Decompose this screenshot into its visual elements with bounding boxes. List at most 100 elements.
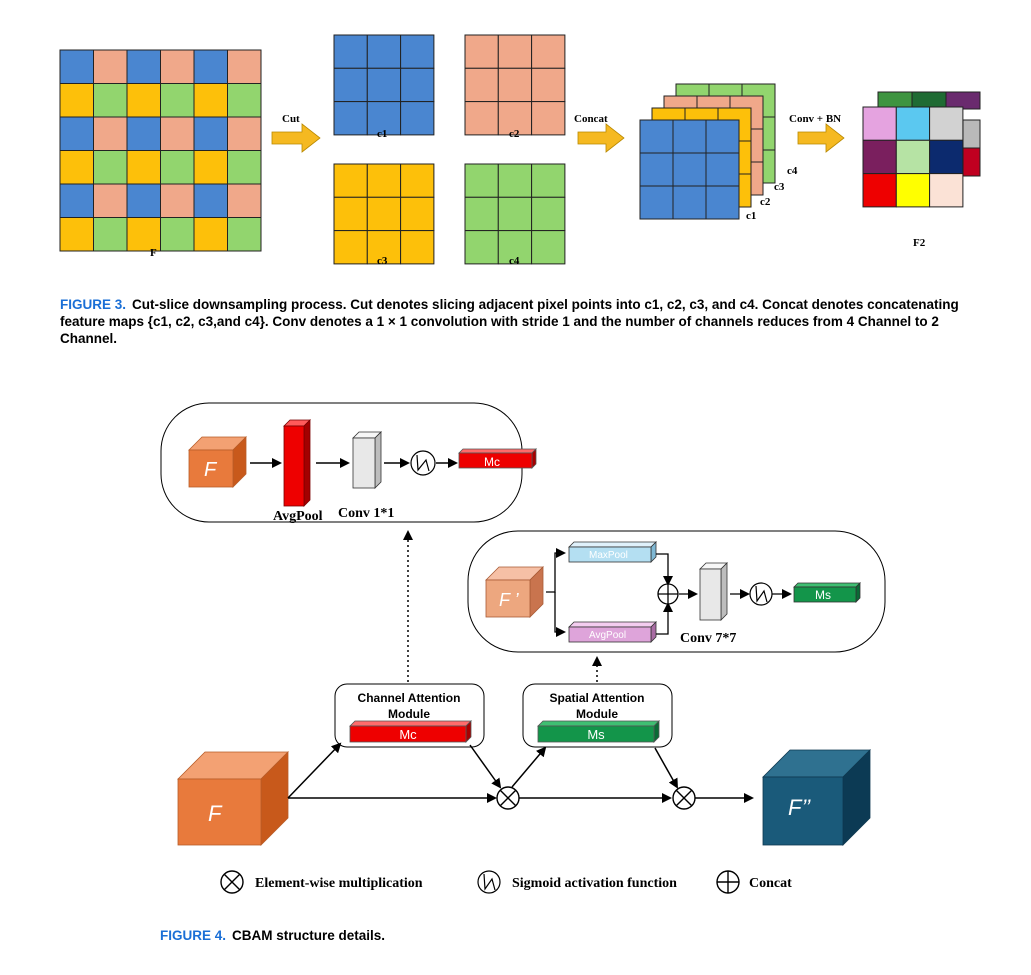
f3-F-cell xyxy=(160,150,195,185)
cam-module-mc-bar xyxy=(349,720,472,743)
f3-F-cell xyxy=(59,116,94,151)
f3-c2-cell xyxy=(531,67,566,103)
f3-c2-cell xyxy=(531,34,566,69)
sam-branch-up xyxy=(546,548,566,593)
f3-cut-arrow xyxy=(271,123,321,153)
f3-F-cell xyxy=(126,217,161,252)
f3-F2-cell xyxy=(895,139,931,175)
f3-c4-cell xyxy=(531,230,566,265)
f3-F-cell xyxy=(193,49,228,84)
main-F-cube xyxy=(177,751,289,846)
f3-F2-back-cell xyxy=(911,91,947,110)
f3-F-cell xyxy=(193,116,228,151)
f3-F-cell xyxy=(227,83,262,118)
f3-c1-cell xyxy=(400,67,435,103)
f3-F-cell xyxy=(193,83,228,118)
cam-mc-bar xyxy=(458,448,537,469)
f3-c2-cell xyxy=(464,67,499,103)
main-Fout-label: F’’ xyxy=(788,795,812,820)
f3-F-cell xyxy=(126,183,161,218)
f3-F2-cell xyxy=(862,139,897,175)
f3-grid-c2 xyxy=(464,34,566,136)
f3-c1-cell xyxy=(400,34,435,69)
f3-c4-cell xyxy=(464,196,499,232)
f3-F-cell xyxy=(227,150,262,185)
f3-c3-cell xyxy=(366,230,402,265)
f3-F-cell xyxy=(193,150,228,185)
f3-F2-back-cell xyxy=(962,147,981,177)
f3-F-cell xyxy=(126,83,161,118)
figure4-caption-text: CBAM structure details. xyxy=(232,928,386,943)
f3-F-cell xyxy=(160,217,195,252)
main-F-label: F xyxy=(208,801,223,826)
f3-c3-cell xyxy=(366,163,402,198)
legend-sigmoid-icon xyxy=(477,870,501,894)
f3-F-cell xyxy=(160,116,195,151)
figure4-caption-prefix: FIGURE 4. xyxy=(160,928,227,943)
cam-module-mc-label: Mc xyxy=(399,727,417,742)
f3-c1-cell xyxy=(366,34,402,69)
f3-F2-cell xyxy=(929,106,964,141)
sam-conv-bar xyxy=(699,562,728,621)
sam-sigmoid-icon xyxy=(749,582,773,606)
main-line-sam-to-mult2 xyxy=(654,747,678,789)
sam-F-label: F ’ xyxy=(499,590,520,610)
f3-stack-label-c4: c4 xyxy=(787,165,798,177)
f3-c2-cell xyxy=(497,34,533,69)
f3-F2-cell xyxy=(929,139,964,175)
cam-module-title-2: Module xyxy=(388,707,430,721)
figure4-caption: FIGURE 4. CBAM structure details. xyxy=(160,927,860,944)
f3-F-cell xyxy=(93,150,128,185)
f3-F-cell xyxy=(193,183,228,218)
f3-c4-cell xyxy=(531,163,566,198)
sam-module-title-1: Spatial Attention xyxy=(550,691,645,705)
figure3-caption-prefix: FIGURE 3. xyxy=(60,297,127,312)
f3-F2-back-cell xyxy=(962,119,981,149)
figure3-caption: FIGURE 3.Cut-slice downsampling process.… xyxy=(60,296,980,347)
f3-label-cut: Cut xyxy=(282,113,300,125)
cam-conv-bar xyxy=(352,431,382,489)
sam-concat-icon xyxy=(657,583,679,605)
cam-sigmoid-icon xyxy=(410,450,436,476)
legend-mult-label: Element-wise multiplication xyxy=(255,876,423,891)
f3-grid-F xyxy=(59,49,262,252)
f3-c1-cell xyxy=(333,101,368,136)
cam-module-title-1: Channel Attention xyxy=(358,691,461,705)
f3-F-cell xyxy=(227,217,262,252)
f3-c4-cell xyxy=(531,196,566,232)
cam-conv-label: Conv 1*1 xyxy=(338,506,394,521)
f3-c1-cell xyxy=(333,34,368,69)
f3-c1-cell xyxy=(333,67,368,103)
f3-F2-back-cell xyxy=(945,91,981,110)
f3-stack-cell xyxy=(705,185,740,220)
f3-F-cell xyxy=(59,150,94,185)
f3-stack-cell xyxy=(672,185,707,220)
f3-c1-cell xyxy=(366,67,402,103)
sam-maxpool-bar xyxy=(568,541,657,563)
cam-avgpool-label: AvgPool xyxy=(273,509,323,524)
cam-F-label: F xyxy=(204,459,218,481)
f3-label-F: F xyxy=(150,247,157,259)
f3-F-cell xyxy=(93,83,128,118)
f3-c4-cell xyxy=(464,163,499,198)
f3-c4-cell xyxy=(497,163,533,198)
f3-c2-cell xyxy=(531,101,566,136)
legend-mult-icon xyxy=(220,870,244,894)
f3-label-c2: c2 xyxy=(509,128,520,140)
sam-ms-bar xyxy=(793,582,861,603)
f3-c3-cell xyxy=(366,196,402,232)
main-line-F-to-cam xyxy=(287,742,342,799)
sam-F-cube xyxy=(485,566,544,618)
f3-label-c4: c4 xyxy=(509,255,520,267)
f3-stack-label-c2: c2 xyxy=(760,196,771,208)
f3-F-cell xyxy=(160,83,195,118)
main-mult-icon-2 xyxy=(672,786,696,810)
sam-maxpool-label: MaxPool xyxy=(589,550,628,561)
f3-F-cell xyxy=(93,183,128,218)
f3-stack-cell xyxy=(639,152,674,187)
f3-F-cell xyxy=(160,183,195,218)
sam-arrow-max xyxy=(656,553,673,586)
legend-concat-icon xyxy=(716,870,740,894)
f3-F-cell xyxy=(227,49,262,84)
sam-avgpool-label: AvgPool xyxy=(589,630,626,641)
